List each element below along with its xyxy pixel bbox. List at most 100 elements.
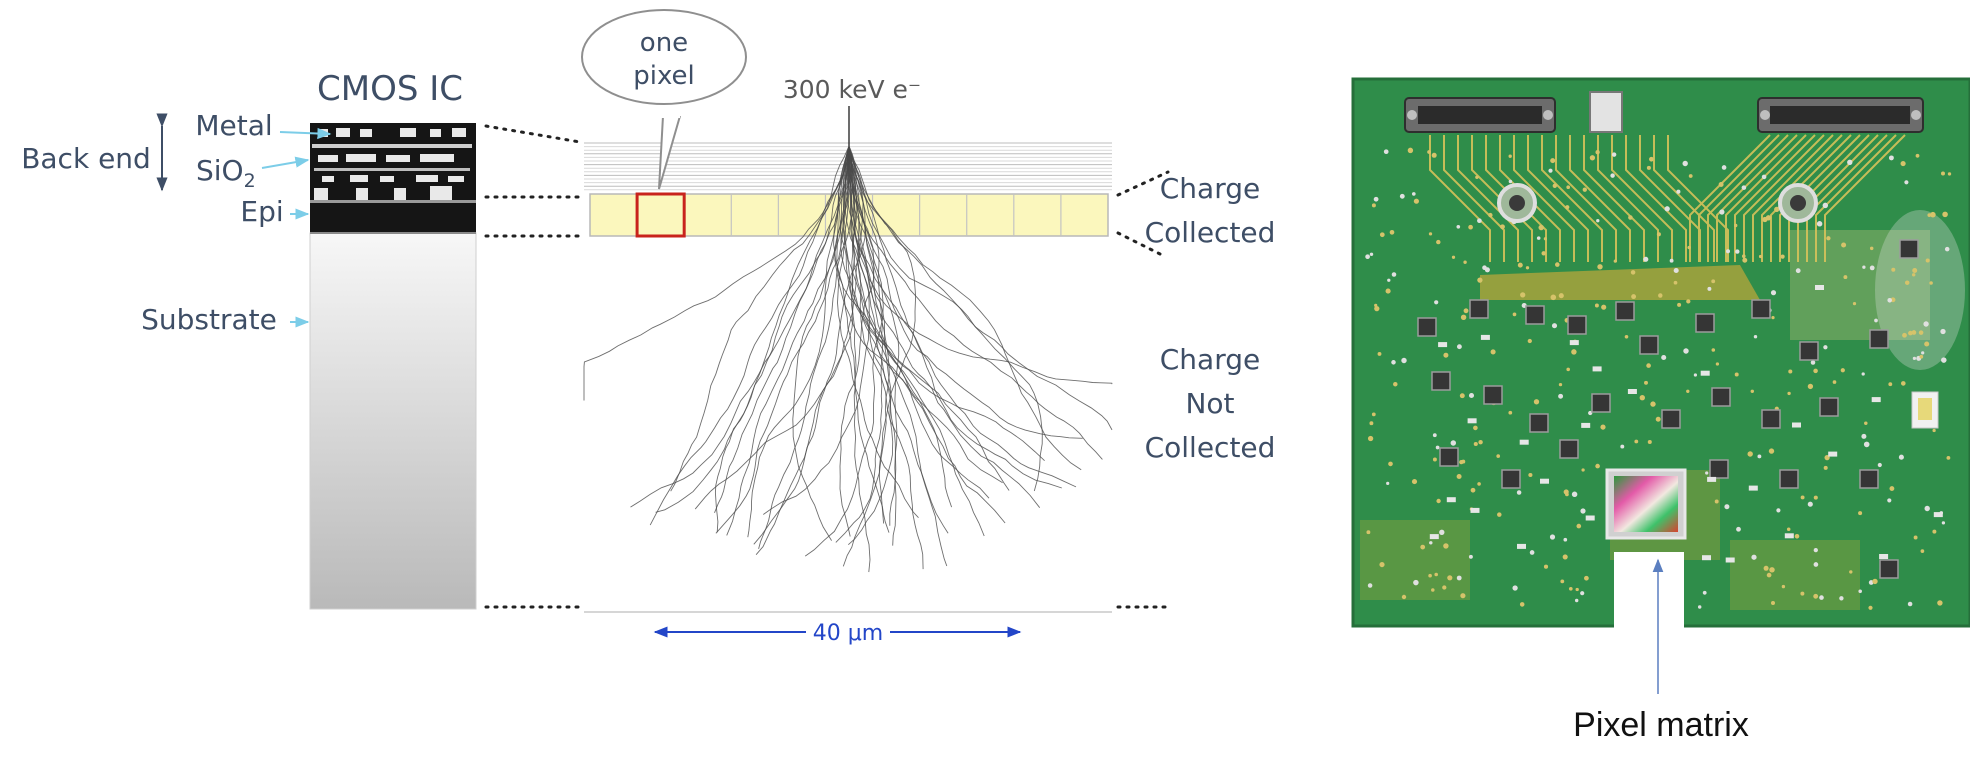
pcb-chip [1469,299,1489,319]
charge-not-collected-line-2: Not [1185,387,1234,420]
pcb-via [1683,348,1689,354]
pcb-chip [1417,317,1437,337]
callout-bubble [581,9,747,105]
electron-track [836,145,871,573]
pcb-via [1558,293,1564,299]
pcb-resistor [1933,512,1943,518]
pcb-via [1631,294,1637,300]
epi-label: Epi [240,195,283,228]
pcb-via [1794,533,1800,539]
pcb-via [1478,439,1483,445]
pcb-trace [1761,134,1843,262]
pcb-chip [1869,329,1889,349]
pcb-via [1550,158,1556,164]
pcb-via [1711,348,1716,352]
pcb-via [1429,541,1433,545]
charge-not-collected-line-3: Collected [1145,431,1276,464]
pcb-via [1525,266,1530,270]
pcb-via [1597,264,1603,270]
sio2-label: SiO2 [196,154,256,192]
substrate-label: Substrate [141,303,277,336]
pcb-via [1600,424,1606,430]
pcb-chip [1559,439,1579,459]
pcb-via [1434,572,1438,577]
pcb-via [1435,445,1440,450]
pcb-via [1374,303,1378,308]
electron-track [670,145,850,492]
pcb-via [1393,381,1398,387]
pcb-via [1750,389,1755,394]
pcb-via [1459,393,1465,399]
substrate-layer [309,232,477,610]
pcb-via [1387,278,1391,282]
pcb-via [1940,328,1946,335]
connector-icon [1404,91,1924,133]
pcb-via [1527,338,1532,344]
pcb-trace [1824,134,1906,262]
pcb-via [1868,605,1873,610]
pcb-via [1560,579,1565,584]
electron-track [804,145,884,557]
pcb-via [1735,249,1740,254]
pcb-via [1512,585,1518,591]
pcb-via [1434,300,1439,305]
pcb-via [1864,421,1868,426]
pcb-via [1543,564,1549,569]
pcb-via [1562,554,1568,560]
pixel-matrix-sensor [1614,476,1678,532]
pcb-board-photo [1351,77,1970,628]
pcb-via [1719,209,1725,215]
pcb-via [1924,505,1930,512]
pcb-chip [1761,409,1781,429]
metal-arrow [279,127,332,140]
pcb-via [1386,481,1390,486]
pcb-via [1787,391,1791,396]
pcb-chip [1615,301,1635,321]
pcb-resistor [1592,366,1602,372]
pcb-via [1677,302,1682,307]
pcb-via [1580,508,1586,514]
pcb-via [1533,399,1540,405]
electron-track [848,145,985,537]
pcb-chip [1567,315,1587,335]
pcb-via [1734,372,1739,377]
pcb-via [1439,529,1445,535]
pcb-via [1751,554,1757,560]
pcb-via [1601,304,1607,310]
pcb-resistor [1627,389,1637,394]
pcb-via [1877,462,1882,468]
pcb-resistor [1467,418,1477,424]
pcb-via [1624,335,1629,339]
pcb-via [1774,206,1780,212]
electron-track [837,145,919,519]
pcb-via [1912,356,1917,361]
pcb-via [1613,259,1617,263]
pcb-via [1468,224,1473,230]
pcb-via [1519,602,1525,607]
pcb-resistor [1438,342,1448,348]
pcb-via [1944,246,1950,252]
pcb-via [1734,223,1738,228]
electron-track [839,145,875,537]
pcb-via [1946,455,1951,460]
pcb-via [1872,578,1878,585]
pcb-via [1686,389,1690,393]
pcb-via [1456,575,1462,581]
pcb-via [1937,600,1943,606]
pcb-via [1770,290,1777,296]
pcb-via [1929,281,1933,285]
pcb-via [1541,251,1546,256]
callout-line-1: one [640,28,688,58]
pcb-via [1460,314,1467,321]
pcb-trace [1569,135,1631,262]
electron-track [848,145,1043,492]
pcb-trace [1752,134,1834,262]
electron-track [583,145,850,401]
pcb-via [1411,192,1416,196]
pcb-via [1550,294,1557,301]
pcb-via [1582,187,1587,192]
pcb-trace [1513,135,1575,262]
pcb-via [1447,575,1453,581]
pcb-via [1771,315,1775,320]
